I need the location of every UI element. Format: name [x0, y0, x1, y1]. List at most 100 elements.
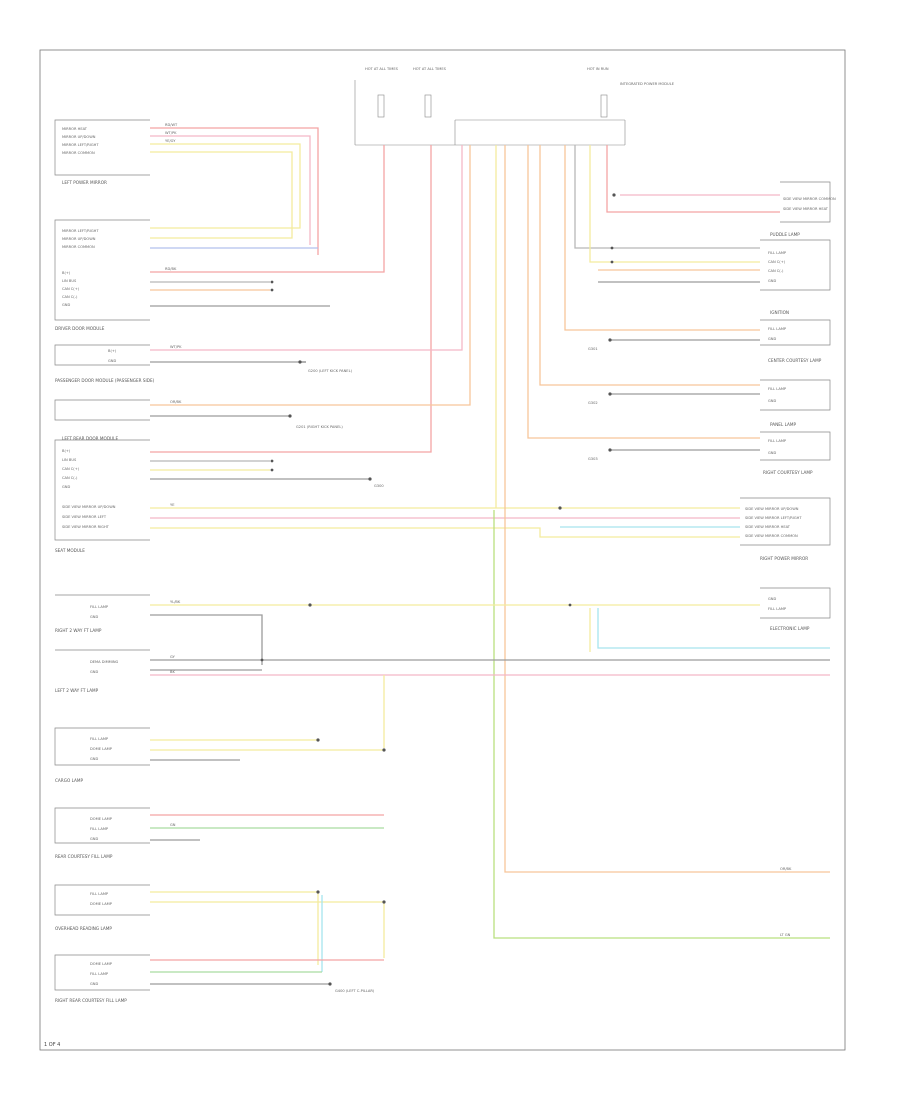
overhead-right-title: ELECTRONIC LAMP [770, 626, 810, 631]
left-fill-lamp-box: DEMA DIMMING GND LEFT 2 WAY FT LAMP [55, 649, 150, 693]
right-mirror-line: SIDE VIEW MIRROR UP/DOWN [745, 507, 799, 511]
driver-door-line: GND [62, 303, 70, 307]
left-rear-door-box: LEFT REAR DOOR MODULE B(+) LIN BUS CAN C… [54, 399, 150, 553]
wire-label: OR/BK [170, 400, 182, 404]
driver-door-line: CAN C(+) [62, 287, 80, 291]
overhead-b-line: FILL LAMP [90, 892, 109, 896]
wire-label: YE [170, 503, 175, 507]
ground-icon [608, 448, 612, 452]
panel-line: FILL LAMP [768, 439, 787, 443]
overhead-right-line: GND [768, 597, 776, 601]
left-rear-line: GND [62, 485, 70, 489]
wire-label: WT/PK [170, 345, 182, 349]
panel-title: PANEL LAMP [770, 422, 796, 427]
left-mirror-line: MIRROR COMMON [62, 151, 95, 155]
wire-labels: RD/WT WT/PK YE/GY RD/BK WT/PK OR/BK YE Y… [165, 123, 792, 937]
courtesy-b-line: FILL LAMP [90, 827, 109, 831]
ignition-box: IGNITION FILL LAMP GND [760, 310, 831, 346]
courtesy-b-title: REAR COURTESY FILL LAMP [55, 854, 113, 859]
puddle-lamp-box: PUDDLE LAMP FILL LAMP CAN C(+) CAN C(-) … [760, 232, 831, 291]
wire-orange-ignition [564, 145, 760, 331]
wire-orange-trunk [504, 145, 830, 873]
overhead-right-line: FILL LAMP [768, 607, 787, 611]
right-fill-line: FILL LAMP [90, 605, 109, 609]
wire-orange-lr [150, 145, 471, 406]
wire-yellow-2 [150, 151, 293, 239]
ground-icon [368, 477, 372, 481]
left-mirror-line: MIRROR LEFT/RIGHT [62, 143, 99, 147]
courtesy-line: GND [768, 399, 776, 403]
driver-door-title: DRIVER DOOR MODULE [55, 326, 105, 331]
puddle-title: PUDDLE LAMP [770, 232, 800, 237]
right-rear-line: GND [90, 982, 98, 986]
seat-line: SIDE VIEW MIRROR LEFT [62, 515, 107, 519]
courtesy-b-line: DOME LAMP [90, 817, 113, 821]
fuse-c-label: HOT IN RUN [587, 67, 609, 71]
wire-label: OR/BK [780, 867, 792, 871]
ground-icon [608, 392, 612, 396]
center-courtesy-title: CENTER COURTESY LAMP [768, 358, 822, 363]
diagram-frame [39, 49, 846, 1051]
panel-lamp-box: PANEL LAMP FILL LAMP GND RIGHT COURTESY … [760, 422, 831, 475]
wire-pink-1 [150, 135, 311, 245]
puddle-line: FILL LAMP [768, 251, 787, 255]
ignition-title: IGNITION [770, 310, 789, 315]
splice-dots [260, 193, 616, 904]
panel-line: GND [768, 451, 776, 455]
right-mirror-title: RIGHT POWER MIRROR [760, 556, 808, 561]
passenger-door-line: B(+) [108, 349, 117, 353]
seat-module-title: SEAT MODULE [55, 548, 85, 553]
ignition-line: GND [768, 337, 776, 341]
page-label: 1 OF 4 [44, 1042, 60, 1048]
right-rear-courtesy-box: DOME LAMP FILL LAMP GND RIGHT REAR COURT… [54, 954, 150, 1003]
right-courtesy-title: RIGHT COURTESY LAMP [763, 470, 813, 475]
ground-label-g2: G301 [588, 347, 598, 351]
driver-door-line: B(+) [62, 271, 71, 275]
driver-door-line: CAN C(-) [62, 295, 78, 299]
left-fill-title: LEFT 2 WAY FT LAMP [55, 688, 99, 693]
right-mirror-line: SIDE VIEW MIRROR COMMON [745, 534, 798, 538]
ground-icon [328, 982, 332, 986]
left-mirror-box: LEFT POWER MIRROR MIRROR HEAT MIRROR UP/… [54, 119, 150, 185]
wire-label: YL/BK [170, 600, 181, 604]
wire-orange-courtesy [539, 145, 760, 386]
right-mirror-line: SIDE VIEW MIRROR HEAT [783, 207, 829, 211]
right-mirror-line: SIDE VIEW MIRROR COMMON [783, 197, 836, 201]
wires [150, 127, 830, 985]
wire-label: YE/GY [165, 139, 176, 143]
ipm-label: INTEGRATED POWER MODULE [620, 82, 675, 86]
wire-label: RD/BK [165, 267, 177, 271]
driver-mirror-line: MIRROR COMMON [62, 245, 95, 249]
wire-gray-fill-gnd [150, 614, 263, 665]
courtesy-b-line: GND [90, 837, 98, 841]
puddle-line: CAN C(+) [768, 260, 786, 264]
driver-mirror-line: MIRROR LEFT/RIGHT [62, 229, 99, 233]
left-fill-line: GND [90, 670, 98, 674]
seat-line: SIDE VIEW MIRROR UP/DOWN [62, 505, 116, 509]
ground-label-g3: G302 [588, 401, 598, 405]
right-rear-line: DOME LAMP [90, 962, 113, 966]
driver-mirror-line: MIRROR UP/DOWN [62, 237, 96, 241]
ignition-line: FILL LAMP [768, 327, 787, 331]
right-fill-line: GND [90, 615, 98, 619]
right-mirror-box: SIDE VIEW MIRROR UP/DOWN SIDE VIEW MIRRO… [740, 497, 831, 561]
driver-door-line: LIN BUS [62, 279, 77, 283]
wire-orange-panel [527, 145, 760, 439]
ground-icon [608, 338, 612, 342]
wire-label: LT GN [780, 933, 791, 937]
left-rear-door-title: LEFT REAR DOOR MODULE [62, 436, 118, 441]
courtesy-line: FILL LAMP [768, 387, 787, 391]
wire-label: WT/PK [165, 131, 177, 135]
left-mirror-title: LEFT POWER MIRROR [62, 180, 107, 185]
driver-door-module-box: DRIVER DOOR MODULE MIRROR LEFT/RIGHT MIR… [54, 219, 150, 331]
left-rear-line: CAN C(+) [62, 467, 80, 471]
overhead-reading-box: FILL LAMP DOME LAMP OVERHEAD READING LAM… [54, 884, 150, 931]
ground-icon [288, 414, 292, 418]
electronic-lamp-box: GND FILL LAMP ELECTRONIC LAMP [760, 587, 831, 631]
right-rear-title: RIGHT REAR COURTESY FILL LAMP [55, 998, 127, 1003]
wire-red-rm [606, 145, 780, 213]
ground-label-g1: G300 [374, 484, 384, 488]
left-fill-line: DEMA DIMMING [90, 660, 119, 664]
passenger-door-title: PASSENGER DOOR MODULE (PASSENGER SIDE) [55, 378, 155, 383]
